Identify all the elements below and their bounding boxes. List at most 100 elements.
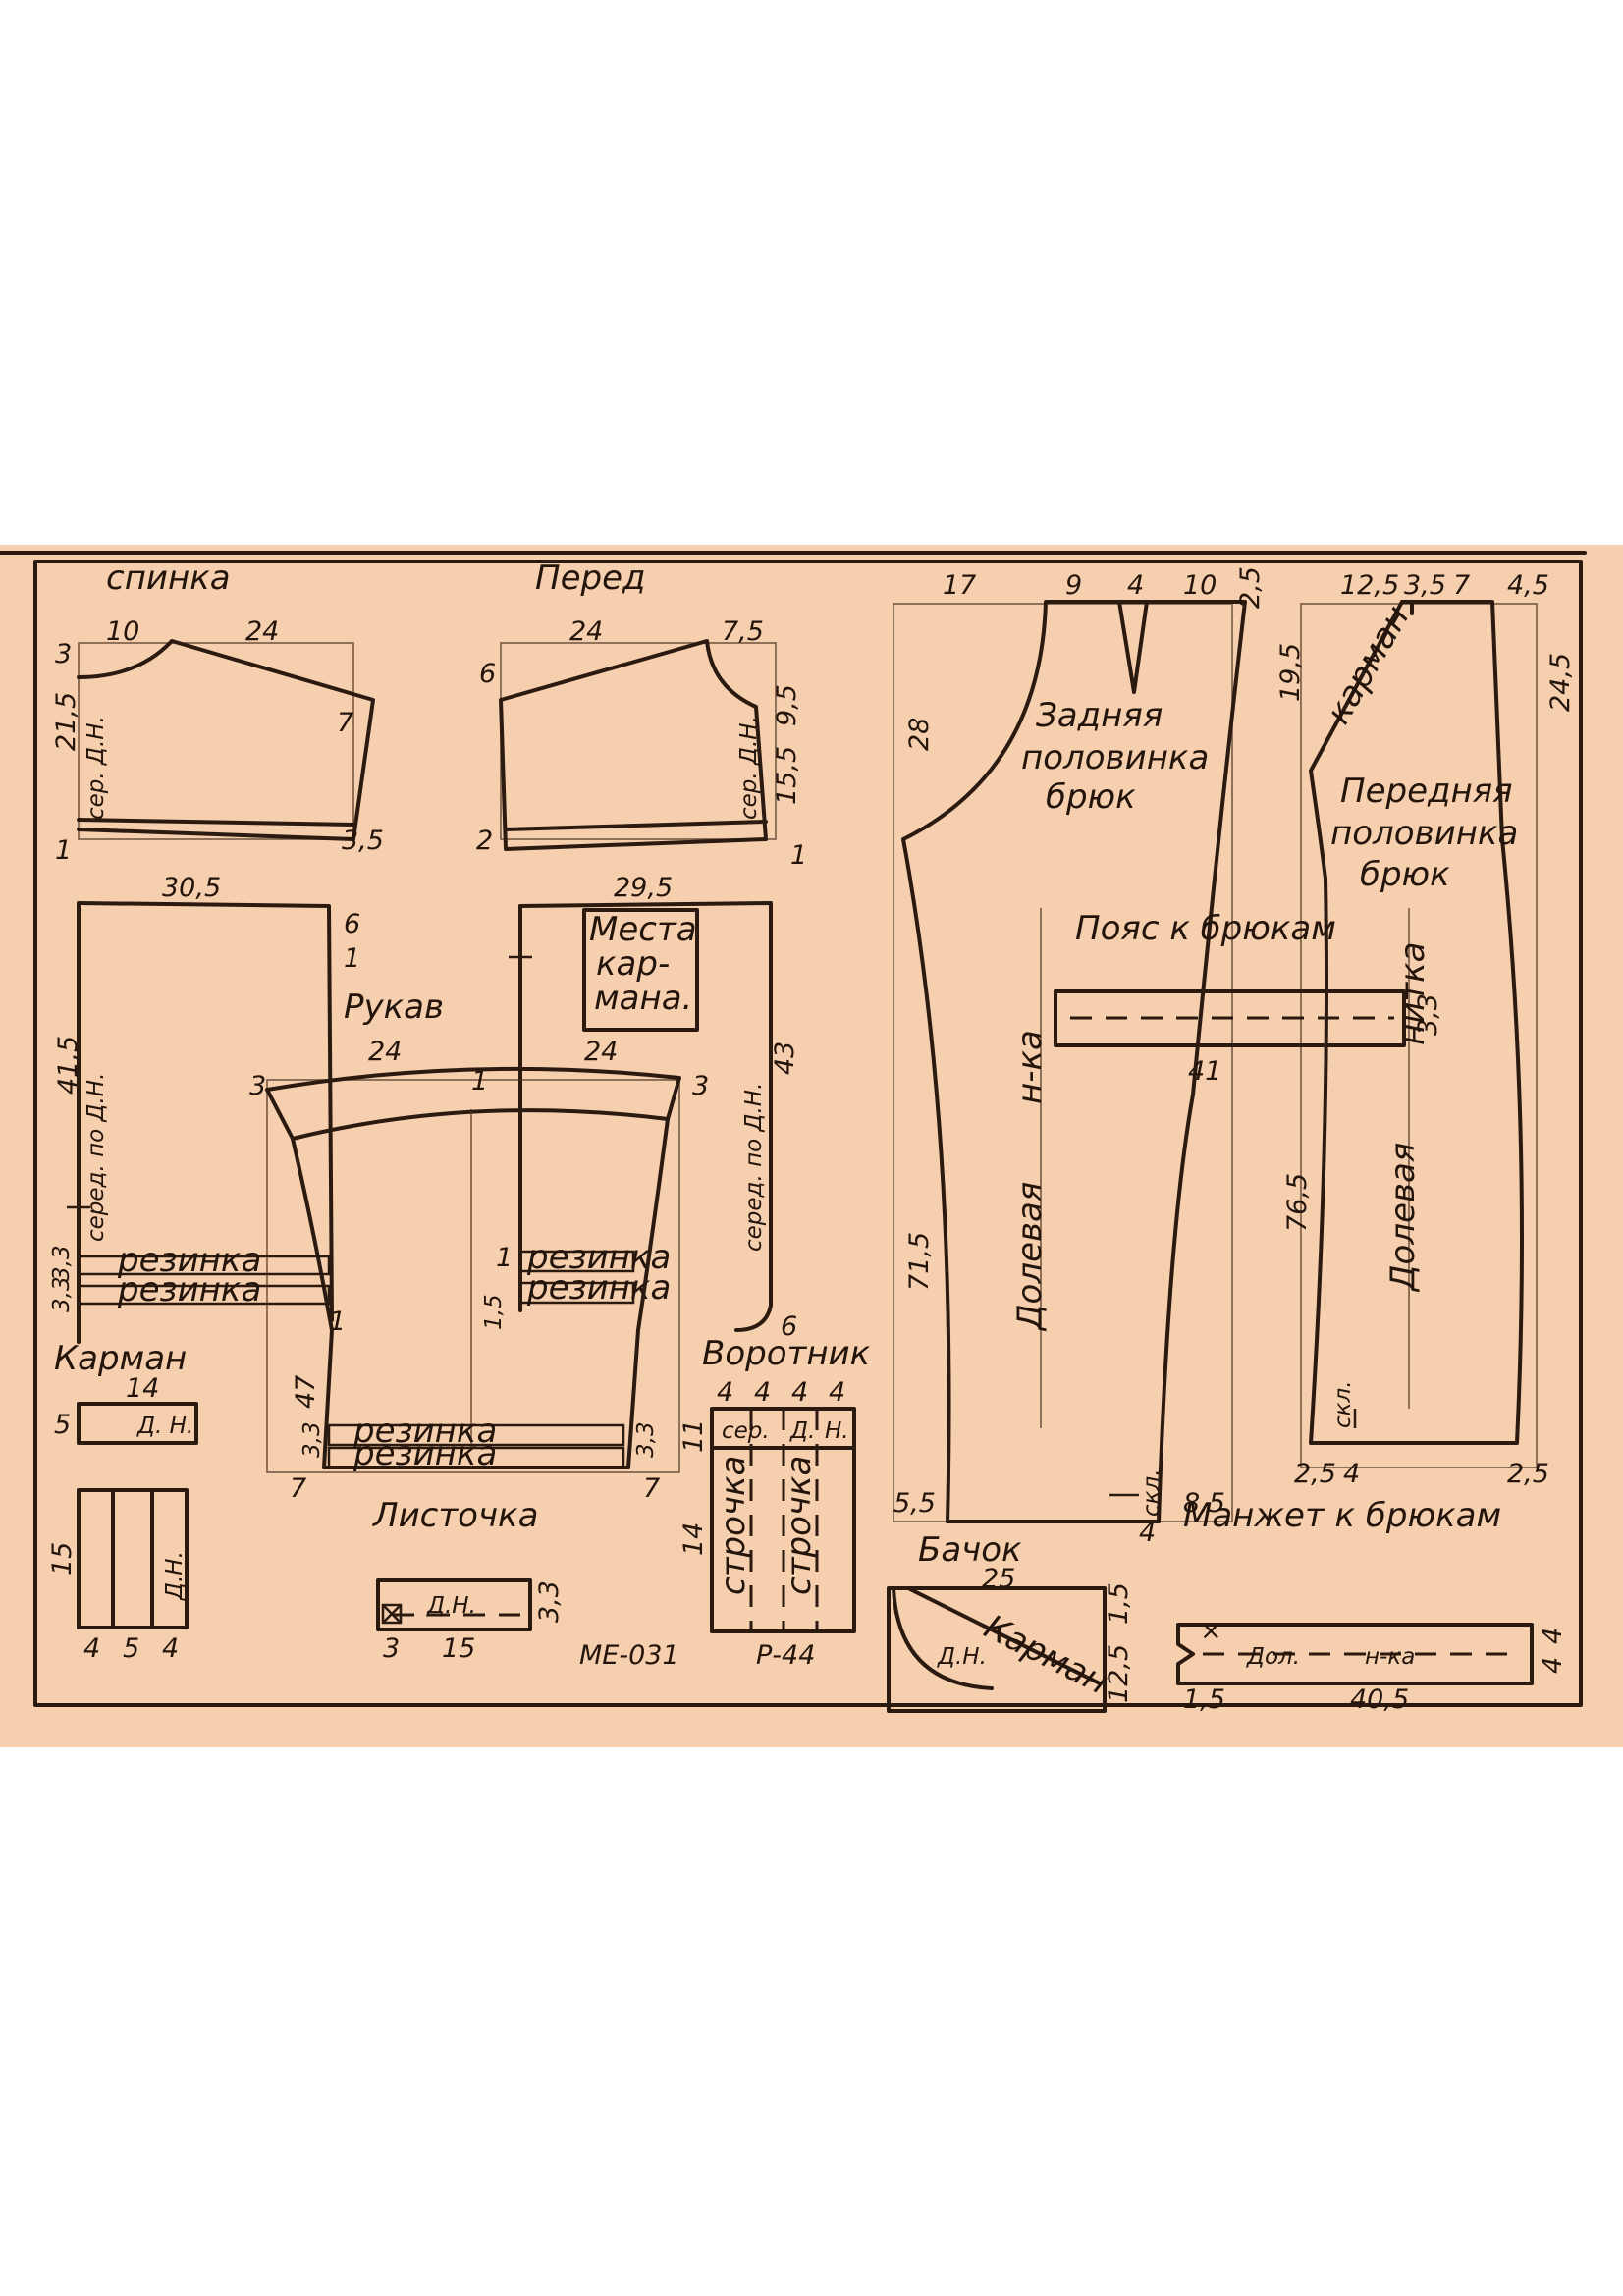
dim-pered-left-top: 6 bbox=[479, 659, 496, 689]
dim-spinka-top-b: 24 bbox=[245, 616, 279, 647]
dim-back-lower-side-a: 6 bbox=[344, 909, 360, 939]
label-front-lower-center: серед. по Д.Н. bbox=[741, 1083, 767, 1252]
label-vorotnik-dn: Д. bbox=[789, 1418, 815, 1444]
dim-sleeve-mark: 1 bbox=[471, 1066, 488, 1096]
dim-bachok-right-b: 12,5 bbox=[1104, 1644, 1134, 1703]
dim-front-trousers-top-3: 7 bbox=[1453, 570, 1470, 601]
label-vorotnik-h: Н. bbox=[825, 1418, 849, 1444]
pattern-sheet: спинка 10 24 3 7 21,5 сер. Д.Н. 3,5 1 Пе… bbox=[0, 545, 1623, 1747]
title-bachok: Бачок bbox=[918, 1530, 1022, 1570]
dim-karman-height2: 15 bbox=[47, 1542, 78, 1575]
piece-manzhet: Манжет к брюкам × Дол. н-ка 1,5 40,5 4 4 bbox=[1176, 1496, 1568, 1715]
dim-spinka-center: 21,5 bbox=[51, 692, 81, 751]
label-listochka: Д.Н. bbox=[426, 1593, 476, 1619]
band-front-2: резинка bbox=[526, 1268, 671, 1308]
dim-front-trousers-top-1: 12,5 bbox=[1340, 570, 1399, 601]
label-spinka-center: сер. Д.Н. bbox=[83, 716, 109, 820]
dim-front-lower-length: 43 bbox=[770, 1041, 800, 1075]
back-trousers-title-3: брюк bbox=[1046, 777, 1136, 817]
dim-back-trousers-bottom-right: 8,5 bbox=[1183, 1488, 1225, 1519]
label-back-trousers-skl: скл. bbox=[1139, 1468, 1164, 1517]
dim-bachok-width: 25 bbox=[982, 1564, 1015, 1594]
dim-spinka-left-bottom: 1 bbox=[55, 835, 72, 866]
pattern-drawing: спинка 10 24 3 7 21,5 сер. Д.Н. 3,5 1 Пе… bbox=[0, 551, 1587, 1715]
dim-spinka-hem: 3,5 bbox=[342, 826, 384, 856]
piece-karman: Карман 14 5 Д. Н. 15 Д.Н. 4 5 4 bbox=[47, 1339, 198, 1664]
dim-manzhet-left: 1,5 bbox=[1183, 1684, 1225, 1715]
dim-listochka-height: 3,3 bbox=[534, 1580, 565, 1623]
label-bachok: Д.Н. bbox=[937, 1644, 987, 1670]
dim-karman-height: 5 bbox=[54, 1410, 71, 1440]
dim-front-trousers-right: 24,5 bbox=[1545, 653, 1576, 712]
piece-listochka: Д.Н. 3 15 3,3 bbox=[376, 1578, 565, 1664]
dim-sleeve-top-a: 24 bbox=[368, 1037, 402, 1067]
dim-spinka-top-a: 10 bbox=[106, 616, 139, 647]
pocket-place-2: кар- bbox=[596, 944, 670, 984]
piece-spinka: спинка 10 24 3 7 21,5 сер. Д.Н. 3,5 1 bbox=[51, 559, 384, 866]
dim-front-lower-bottom-right: 6 bbox=[781, 1311, 797, 1342]
dim-sleeve-length: 47 bbox=[291, 1375, 321, 1409]
stitch-vorotnik-2: строчка bbox=[780, 1456, 819, 1595]
dim-back-lower-length: 41,5 bbox=[53, 1036, 83, 1095]
back-trousers-title-1: Задняя bbox=[1036, 696, 1163, 735]
band-back-2: резинка bbox=[117, 1270, 261, 1309]
dim-front-trousers-bottom-1: 2,5 bbox=[1294, 1459, 1336, 1489]
outer-frame bbox=[33, 560, 1583, 1707]
dim-back-trousers-skl-b: 4 bbox=[1139, 1518, 1156, 1548]
dim-back-trousers-top-3: 4 bbox=[1127, 570, 1144, 601]
front-trousers-pocket: карман bbox=[1319, 599, 1417, 730]
label-manzhet-a: Дол. bbox=[1246, 1644, 1300, 1670]
back-trousers-grain: Долевая bbox=[1010, 1182, 1050, 1332]
dim-manzhet-length: 40,5 bbox=[1350, 1684, 1409, 1715]
label-karman: Д. Н. bbox=[136, 1414, 193, 1439]
dim-spinka-left-top: 3 bbox=[55, 639, 72, 669]
piece-pered: Перед 24 7,5 6 9,5 15,5 сер. Д.Н. 2 1 bbox=[476, 559, 807, 871]
title-manzhet: Манжет к брюкам bbox=[1183, 1496, 1501, 1535]
dim-back-lower-band-b: 3,3 bbox=[49, 1276, 75, 1312]
piece-poyas: Пояс к брюкам 41 3,3 bbox=[1054, 909, 1443, 1087]
title-spinka: спинка bbox=[106, 559, 231, 598]
dim-listochka-width: 15 bbox=[442, 1633, 475, 1664]
label-vorotnik-ser: сер. bbox=[722, 1418, 770, 1444]
dim-listochka-left: 3 bbox=[383, 1633, 400, 1664]
dim-pered-right-a: 9,5 bbox=[772, 684, 802, 726]
dim-back-trousers-top-2: 9 bbox=[1065, 570, 1082, 601]
title-pered: Перед bbox=[535, 559, 646, 598]
back-trousers-grain-b: н-ка bbox=[1010, 1030, 1050, 1104]
front-trousers-title-1: Передняя bbox=[1340, 772, 1513, 811]
front-trousers-title-3: брюк bbox=[1360, 855, 1450, 894]
dim-sleeve-bottom-right: 7 bbox=[643, 1473, 660, 1504]
front-trousers-grain-b: нитка bbox=[1393, 941, 1433, 1045]
stitch-vorotnik-1: строчка bbox=[714, 1456, 753, 1595]
dim-front-trousers-bottom-3: 2,5 bbox=[1507, 1459, 1549, 1489]
piece-back-trousers: 17 9 4 10 2,5 28 Задняя половинка брюк 7… bbox=[893, 566, 1266, 1548]
pocket-place bbox=[582, 908, 699, 1032]
dim-front-lower-band-side: 1 bbox=[496, 1243, 513, 1273]
dim-front-trousers-length: 76,5 bbox=[1282, 1173, 1313, 1232]
dim-vorotnik-top-3: 4 bbox=[791, 1377, 808, 1408]
dim-vorotnik-top-4: 4 bbox=[829, 1377, 845, 1408]
dim-manzhet-right-b: 4 bbox=[1538, 1657, 1568, 1674]
piece-front-lower: 29,5 Места кар- мана. 43 серед. по Д.Н. … bbox=[481, 873, 800, 1342]
label-karman2: Д.Н. bbox=[162, 1551, 188, 1601]
dim-pered-right-bottom: 1 bbox=[790, 840, 807, 871]
dim-sleeve-left: 3 bbox=[249, 1071, 266, 1101]
band-sleeve-1: резинка bbox=[352, 1412, 497, 1451]
dim-front-trousers-left: 19,5 bbox=[1275, 643, 1306, 702]
dim-back-trousers-left: 28 bbox=[904, 718, 935, 751]
dim-back-trousers-length: 71,5 bbox=[904, 1232, 935, 1291]
dim-sleeve-right: 3 bbox=[692, 1071, 709, 1101]
dim-poyas-length: 41 bbox=[1188, 1056, 1221, 1087]
back-trousers-title-2: половинка bbox=[1021, 738, 1209, 777]
label-pered-center: сер. Д.Н. bbox=[736, 716, 762, 820]
piece-back-lower: 30,5 41,5 серед. по Д.Н. 6 1 3,3 3,3 рез… bbox=[49, 873, 360, 1344]
band-sleeve-2: резинка bbox=[352, 1434, 497, 1473]
title-listochka: Листочка bbox=[371, 1496, 538, 1535]
dim-back-trousers-top-4: 10 bbox=[1183, 570, 1217, 601]
dim-pered-left-bottom: 2 bbox=[476, 826, 493, 856]
dim-karman-bottom-c: 4 bbox=[162, 1633, 179, 1664]
dim-back-trousers-bottom-left: 5,5 bbox=[893, 1488, 936, 1519]
title-karman: Карман bbox=[54, 1339, 187, 1378]
dim-front-lower-width: 29,5 bbox=[614, 873, 673, 903]
dim-pered-top-b: 7,5 bbox=[722, 616, 764, 647]
